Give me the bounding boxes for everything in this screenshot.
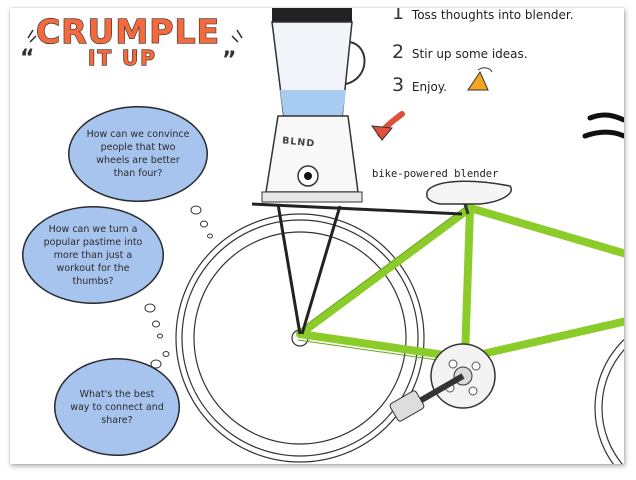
step-1-number: 1: [392, 8, 405, 24]
illustration: [27, 8, 624, 464]
blender-jar: [271, 8, 366, 119]
blender-caption: bike-powered blender: [372, 168, 499, 180]
thought-bubble-two-wheels[interactable]: How can we convince people that two whee…: [68, 106, 208, 202]
cup-icon: [467, 67, 493, 91]
blender-base: [261, 115, 363, 203]
crank: [389, 343, 496, 422]
step-2-number: 2: [392, 41, 405, 63]
page-subtitle: IT UP: [87, 45, 157, 70]
thought-bubble-connect[interactable]: What's the best way to connect and share…: [54, 358, 180, 456]
step-2-text: Stir up some ideas.: [411, 47, 528, 61]
step-3-text: Enjoy.: [411, 80, 447, 94]
bike-frame: [296, 204, 624, 362]
bike-seat: [426, 180, 512, 215]
step-3: 3 Enjoy.: [392, 74, 447, 96]
canvas: “ CRUMPLE IT UP ” 1 Toss thoughts into b…: [10, 8, 624, 464]
page-title: CRUMPLE: [35, 11, 221, 51]
handlebar: [582, 112, 624, 139]
arrow-icon: [370, 111, 405, 141]
step-3-number: 3: [392, 74, 405, 96]
thought-dots: [144, 205, 213, 369]
step-2: 2 Stir up some ideas.: [392, 41, 528, 63]
step-1-text: Toss thoughts into blender.: [411, 8, 574, 22]
thought-bubble-text: How can we convince people that two whee…: [86, 129, 190, 179]
step-1: 1 Toss thoughts into blender.: [392, 8, 574, 24]
scribbles: [27, 29, 243, 43]
title-quote-open: “: [20, 46, 35, 71]
front-wheel: [594, 338, 624, 464]
thought-bubble-text: What's the best way to connect and share…: [70, 388, 164, 426]
rack: [251, 202, 463, 335]
thought-bubble-text: How can we turn a popular pastime into m…: [43, 223, 143, 287]
thought-bubble-thumbs[interactable]: How can we turn a popular pastime into m…: [22, 206, 164, 304]
title-quote-close: ”: [222, 48, 237, 73]
